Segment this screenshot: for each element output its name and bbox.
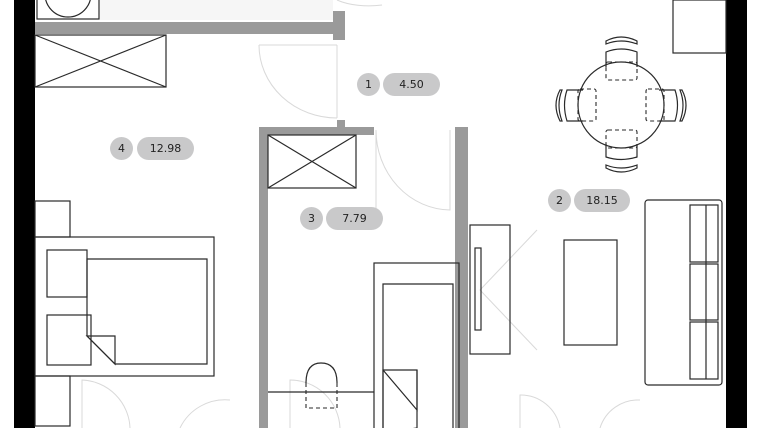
exterior-wall-right (726, 0, 747, 428)
room-1-area: 4.50 (383, 73, 440, 96)
coffee-table (563, 239, 618, 346)
room-2-number: 2 (548, 189, 571, 212)
room-2-area: 18.15 (574, 189, 630, 212)
wardrobe-room-4 (34, 34, 167, 88)
doors (81, 0, 641, 428)
room-4-area: 12.98 (137, 137, 194, 160)
exterior-wall-left (14, 0, 35, 428)
bathroom-floor (100, 0, 333, 20)
room-4-number: 4 (110, 137, 133, 160)
single-bed (373, 262, 460, 428)
wardrobe-room-3 (267, 134, 357, 189)
double-bed (34, 200, 215, 427)
room-1-number: 1 (357, 73, 380, 96)
dining-table (555, 36, 687, 173)
washing-machine (36, 0, 100, 20)
desk-chair (305, 362, 338, 409)
tv-unit (469, 224, 511, 355)
sofa (644, 199, 723, 386)
cabinet (672, 0, 727, 54)
room-3-area: 7.79 (326, 207, 383, 230)
interior-walls (35, 11, 468, 428)
room-3-number: 3 (300, 207, 323, 230)
